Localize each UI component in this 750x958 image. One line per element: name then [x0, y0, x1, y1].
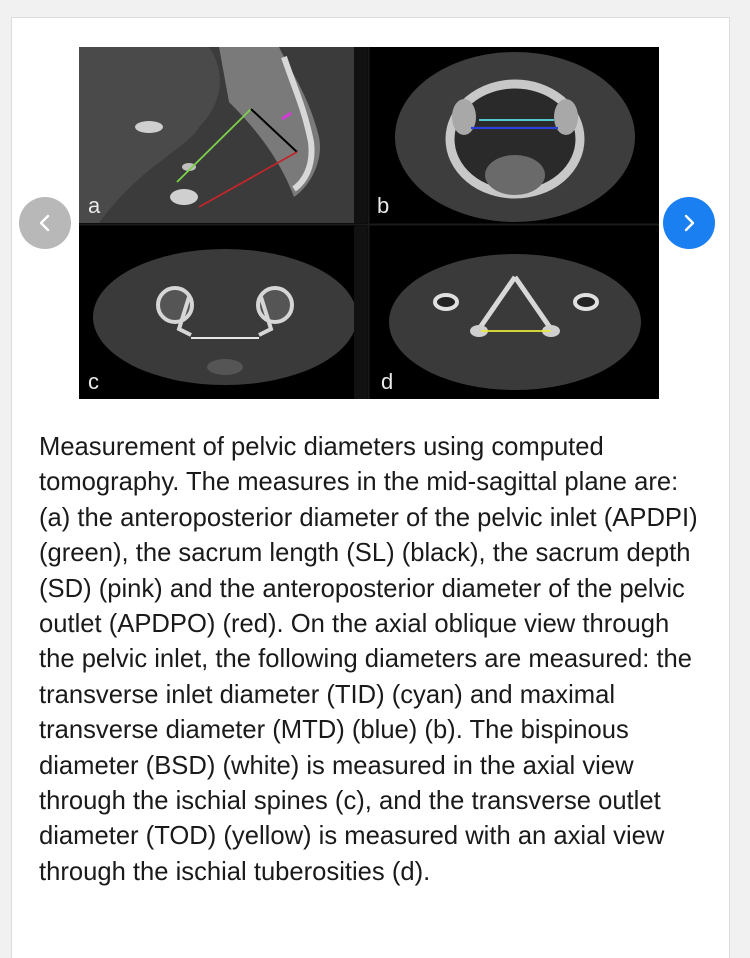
- panel-label-b: b: [377, 193, 390, 218]
- panel-b-scan: [370, 47, 659, 223]
- panel-label-d: d: [381, 369, 394, 394]
- chevron-right-icon: [684, 214, 695, 232]
- chevron-left-icon: [39, 214, 50, 232]
- panel-label-c: c: [88, 369, 99, 394]
- panel-d-scan: [370, 226, 659, 399]
- panel-label-a: a: [88, 193, 101, 218]
- panel-a-scan: [79, 47, 367, 223]
- ct-figure-image: [79, 47, 659, 399]
- ct-figure: a b c d: [79, 47, 659, 399]
- figure-caption: Measurement of pelvic diameters using co…: [39, 433, 698, 886]
- previous-image-button[interactable]: [19, 197, 71, 249]
- next-image-button[interactable]: [663, 197, 715, 249]
- panel-c-scan: [79, 226, 367, 399]
